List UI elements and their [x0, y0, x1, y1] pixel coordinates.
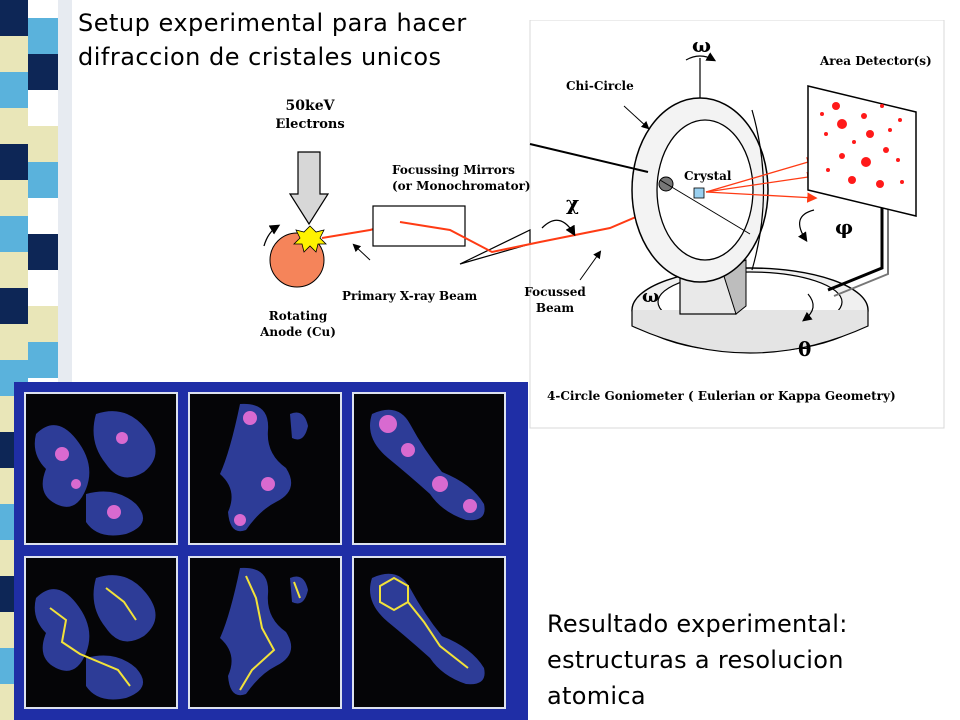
diffraction-spot [826, 168, 830, 172]
strip-cell [28, 306, 58, 342]
diffraction-spot [839, 153, 845, 159]
diffraction-spot [820, 112, 824, 116]
strip-cell [28, 234, 58, 270]
collimator-arm [529, 143, 649, 173]
diffraction-spot [832, 102, 840, 110]
strip-cell [28, 162, 58, 198]
strip-cell [0, 72, 28, 108]
theta-symbol: θ [798, 337, 811, 361]
density-map [370, 573, 485, 685]
density-panel [188, 392, 342, 545]
diffraction-spot [900, 180, 904, 184]
chi-rotation-arrow-icon [541, 219, 576, 237]
caption-line: estructuras a resolucion [547, 646, 844, 674]
pointer-line [352, 243, 371, 261]
strip-cell [0, 216, 28, 252]
result-caption: Resultado experimental: estructuras a re… [547, 606, 947, 714]
chi-circle-inner [656, 119, 754, 261]
chi-symbol: χ [566, 191, 579, 215]
density-map [34, 575, 156, 700]
diffraction-spot [861, 157, 871, 167]
strip-cell [28, 342, 58, 378]
density-panel [352, 392, 506, 545]
omega-rotation-arrow-icon [685, 52, 717, 62]
crystal-label: Crystal [684, 169, 732, 183]
diffraction-spot [866, 130, 874, 138]
electrons-label-line: 50keV [286, 98, 336, 114]
diffraction-spot [848, 176, 856, 184]
diffraction-spot [898, 118, 902, 122]
area-detector-label: Area Detector(s) [819, 54, 932, 68]
title-line: difraccion de cristales unicos [78, 43, 442, 71]
density-panel [352, 556, 506, 709]
electron-beam-arrow [288, 151, 330, 226]
anode-label-line: Rotating [269, 309, 328, 323]
spark-icon [293, 225, 327, 253]
mirrors-label-line: Focussing Mirrors [392, 163, 515, 177]
omega-symbol-top: ω [692, 33, 711, 57]
omega-symbol-lower: ω [642, 286, 659, 307]
diffraction-setup-diagram: 50keV Electrons Rotating Anode (Cu) Prim… [259, 20, 945, 429]
diffraction-spot [883, 147, 889, 153]
mirrors-label-line: (or Monochromator) [392, 179, 531, 193]
diffraction-spot [824, 132, 828, 136]
density-map [34, 411, 156, 536]
strip-cell [0, 144, 28, 180]
diffracted-ray [705, 191, 818, 203]
strip-cell [28, 18, 58, 54]
title-line: Setup experimental para hacer [78, 9, 467, 37]
pointer-line [623, 105, 650, 130]
crystal-sample [693, 187, 705, 199]
strip-cell [28, 126, 58, 162]
density-panel [24, 556, 178, 709]
diffracted-ray [705, 171, 818, 193]
rotation-arrow-icon [263, 224, 281, 247]
diffracted-ray [705, 157, 818, 193]
phi-symbol: φ [835, 215, 853, 239]
area-detector-plate [807, 85, 917, 217]
electron-density-figure [14, 382, 528, 720]
diffraction-spot [837, 119, 847, 129]
chi-circle-edge [751, 109, 765, 271]
caption-line: atomica [547, 682, 646, 710]
pointer-line [579, 250, 602, 281]
focussing-mirror-lower [459, 229, 531, 265]
focussed-beam-label-line: Beam [536, 301, 575, 315]
diffraction-spot [888, 128, 892, 132]
strip-cell [28, 54, 58, 90]
primary-beam-label: Primary X-ray Beam [342, 289, 478, 303]
theta-rotation-arrow-icon [802, 293, 814, 322]
density-map [220, 567, 308, 696]
diffraction-spot [861, 113, 867, 119]
density-map [370, 409, 485, 521]
chi-circle-label: Chi-Circle [566, 79, 634, 93]
focussed-beam-label-line: Focussed [524, 285, 586, 299]
density-map [220, 403, 308, 532]
strip-cell [0, 0, 28, 36]
density-panel [24, 392, 178, 545]
diffraction-spot [852, 140, 856, 144]
strip-cell [0, 288, 28, 324]
density-panel [188, 556, 342, 709]
anode-label-line: Anode (Cu) [259, 325, 336, 339]
caption-line: Resultado experimental: [547, 610, 848, 638]
diffraction-spot [876, 180, 884, 188]
phi-axis-line [659, 179, 751, 235]
diffraction-spot [880, 104, 884, 108]
phi-rotation-arrow-icon [798, 209, 815, 242]
goniometer-label: 4-Circle Goniometer ( Eulerian or Kappa … [547, 389, 896, 403]
diffraction-spot [896, 158, 900, 162]
diffraction-spots [820, 102, 904, 188]
focussed-beam [399, 193, 689, 254]
slide-title: Setup experimental para hacer difraccion… [78, 6, 548, 74]
electrons-label-line: Electrons [275, 117, 344, 132]
